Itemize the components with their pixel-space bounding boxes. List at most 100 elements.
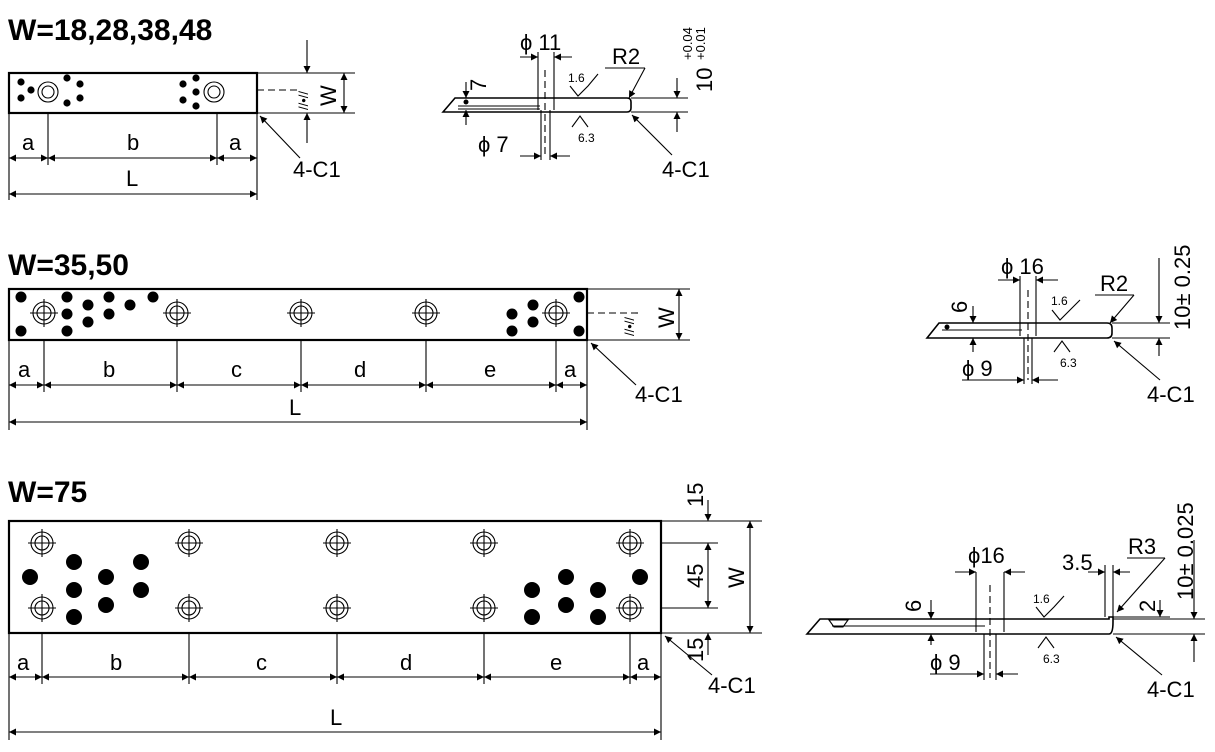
- dim-a-left: a: [17, 650, 30, 675]
- bolt-hole: [470, 529, 498, 557]
- plan-chamfer: 4-C1: [708, 673, 756, 698]
- dim-edge-bottom: 15: [683, 638, 708, 662]
- section-pin: ϕ 9: [962, 356, 993, 381]
- plug-pattern-right: [524, 569, 648, 625]
- bolt-hole: [287, 299, 315, 327]
- dim-overall: L: [330, 705, 342, 730]
- section-bore: ϕ 16: [1001, 254, 1044, 279]
- plug-pattern-left: [17, 74, 84, 107]
- bolt-hole: [412, 299, 440, 327]
- roughness-bottom-symbol: [1037, 636, 1055, 649]
- roughness-bottom-symbol: [571, 115, 589, 128]
- bolt-hole: [175, 594, 203, 622]
- view-3-plan: a b c d e a L W 45 15 15 4-C1: [7, 483, 762, 740]
- dim-width: W: [316, 85, 341, 106]
- parallelism-symbol: //•//: [622, 317, 637, 336]
- roughness-top: 1.6: [1033, 592, 1050, 606]
- bolt-hole: [30, 299, 58, 327]
- view-1-title: W=18,28,38,48: [8, 14, 212, 47]
- bolt-holes: [30, 299, 570, 327]
- dim-overall: L: [289, 395, 301, 420]
- roughness-bottom-symbol: [1053, 340, 1071, 353]
- view-1-plan: a b a L W //•// 4-C1: [7, 40, 355, 200]
- bolt-hole: [28, 529, 56, 557]
- view-2: W=35,50: [7, 245, 1195, 430]
- dim-b: b: [127, 130, 139, 155]
- section-thickness: 10± 0.025: [1173, 502, 1198, 600]
- plan-chamfer: 4-C1: [635, 382, 683, 407]
- parallelism-symbol: //•//: [296, 91, 311, 110]
- bolt-hole-right: [203, 81, 225, 103]
- section-radius: R3: [1128, 534, 1156, 559]
- section-depth: 6: [947, 301, 972, 313]
- dim-c: c: [256, 650, 267, 675]
- bolt-hole: [616, 529, 644, 557]
- plate-outline: [7, 287, 589, 342]
- bolt-hole: [323, 594, 351, 622]
- roughness-top: 1.6: [1051, 294, 1068, 308]
- dim-a-left: a: [18, 357, 31, 382]
- section-chamfer: 4-C1: [1147, 382, 1195, 407]
- dim-e: e: [550, 650, 562, 675]
- groove-mark: [827, 619, 850, 628]
- section-thickness: 10± 0.25: [1170, 245, 1195, 330]
- bolt-hole: [470, 594, 498, 622]
- bolt-hole: [28, 594, 56, 622]
- view-3: W=75: [7, 476, 1205, 740]
- view-1-section: ϕ 11 ϕ 7 7 1.6 6.3 R2 10 +0.04 +0.01: [441, 27, 717, 182]
- dim-e: e: [484, 357, 496, 382]
- plate-outline: [7, 71, 259, 115]
- dim-d: d: [400, 650, 412, 675]
- dim-b: b: [103, 357, 115, 382]
- section-profile: [805, 616, 1114, 635]
- view-2-title: W=35,50: [8, 249, 129, 282]
- dim-b: b: [110, 650, 122, 675]
- section-profile: [441, 97, 632, 113]
- roughness-top-symbol: [1051, 299, 1081, 321]
- dim-width: W: [654, 307, 679, 328]
- roughness-bottom: 6.3: [578, 131, 595, 145]
- bolt-hole: [323, 529, 351, 557]
- bolt-hole: [542, 299, 570, 327]
- view-3-section: ϕ16 ϕ 9 6 1.6 6.3 3.5 R3 2: [805, 502, 1205, 702]
- section-depth: 7: [466, 79, 491, 91]
- roughness-bottom: 6.3: [1060, 356, 1077, 370]
- roughness-bottom: 6.3: [1043, 652, 1060, 666]
- dim-c: c: [231, 357, 242, 382]
- plate-outline: [7, 519, 663, 635]
- view-2-section: ϕ 16 ϕ 9 6 1.6 6.3 R2 10± 0.25 4-C1: [925, 245, 1195, 407]
- plug-pattern-right: [506, 291, 585, 337]
- plug-pattern-left: [15, 291, 159, 337]
- dim-a-left: a: [22, 130, 35, 155]
- dim-d: d: [354, 357, 366, 382]
- section-pin: ϕ 9: [930, 650, 961, 675]
- section-bore: ϕ 11: [520, 30, 561, 55]
- section-tol-lower: +0.01: [693, 27, 708, 60]
- dim-pitch: 45: [683, 564, 708, 588]
- bolt-hole: [616, 594, 644, 622]
- dim-width: W: [724, 567, 749, 588]
- section-tol-upper: +0.04: [680, 27, 695, 60]
- section-profile: [925, 322, 1113, 339]
- plan-chamfer: 4-C1: [293, 157, 341, 182]
- view-3-title: W=75: [8, 476, 87, 509]
- section-depth: 6: [901, 600, 926, 612]
- dim-overall: L: [126, 166, 138, 191]
- dim-edge-top: 15: [683, 483, 708, 507]
- section-chamfer: 4-C1: [662, 157, 710, 182]
- dim-a-right: a: [229, 130, 242, 155]
- view-1: W=18,28,38,48: [7, 14, 717, 200]
- section-chamfer: 4-C1: [1147, 677, 1195, 702]
- bolt-hole: [163, 299, 191, 327]
- roughness-top: 1.6: [568, 71, 585, 85]
- section-radius: R2: [612, 44, 640, 69]
- bolt-holes: [28, 529, 644, 622]
- dim-a-right: a: [637, 650, 650, 675]
- roughness-top-symbol: [569, 73, 599, 97]
- bolt-hole: [175, 529, 203, 557]
- plug-pattern-right: [179, 74, 200, 110]
- section-radius: R2: [1100, 271, 1128, 296]
- section-step-height: 2: [1135, 600, 1160, 612]
- bolt-hole-left: [37, 81, 59, 103]
